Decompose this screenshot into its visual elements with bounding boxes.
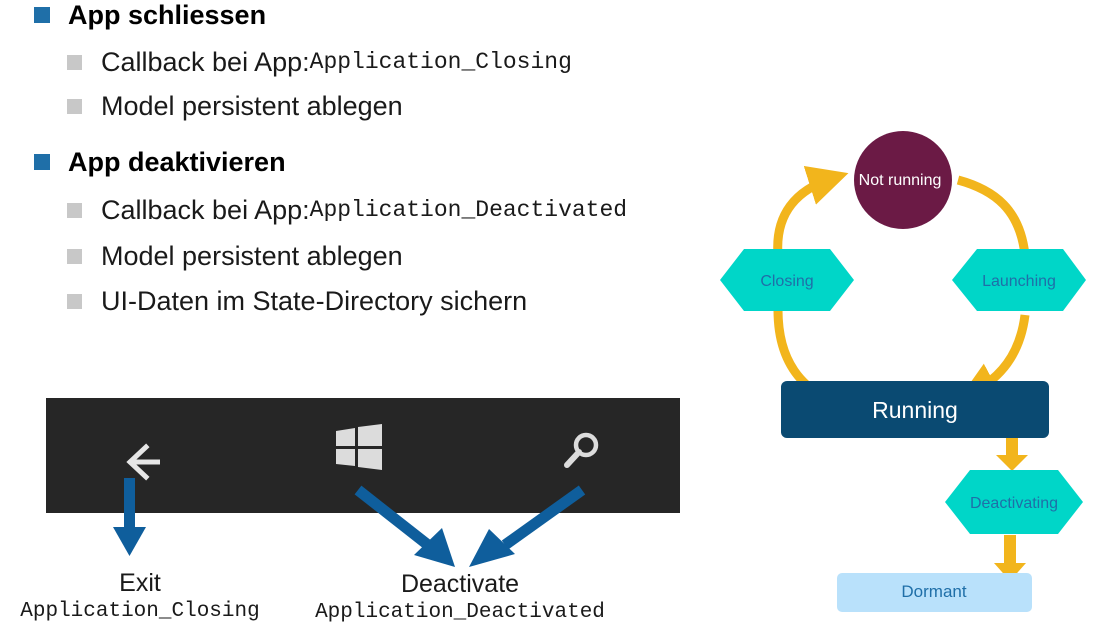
exit-label: Exit bbox=[119, 569, 161, 597]
bullet-deactivate-model: Model persistent ablegen bbox=[67, 240, 403, 272]
running-to-deactivating-arrow bbox=[996, 437, 1028, 471]
node-running: Running bbox=[781, 381, 1049, 438]
not-running-label: Not running bbox=[859, 172, 942, 189]
bullet-text: Callback bei App: bbox=[101, 194, 310, 225]
bullet-deactivate-callback: Callback bei App: Application_Deactivate… bbox=[67, 194, 627, 226]
deactivate-arrow-right bbox=[469, 485, 586, 567]
exit-caption: Exit Application_Closing bbox=[0, 568, 280, 626]
node-closing: Closing bbox=[720, 249, 854, 311]
node-dormant: Dormant bbox=[837, 573, 1032, 612]
deactivate-code: Application_Deactivated bbox=[315, 601, 605, 624]
dormant-label: Dormant bbox=[901, 582, 966, 601]
windows-logo-icon[interactable] bbox=[336, 424, 382, 470]
bullet-square bbox=[34, 154, 50, 170]
closing-label: Closing bbox=[760, 273, 813, 290]
bullet-code: Application_Closing bbox=[309, 49, 572, 75]
bullet-text: Callback bei App: bbox=[101, 46, 310, 77]
sub-bullet-square bbox=[67, 202, 82, 218]
bullet-text: Model persistent ablegen bbox=[101, 90, 403, 121]
bullet-heading-deactivate: App deaktivieren bbox=[68, 146, 286, 177]
arc-not-running-to-launching bbox=[956, 175, 1030, 256]
bullet-text: Model persistent ablegen bbox=[101, 240, 403, 271]
search-icon[interactable] bbox=[564, 432, 599, 468]
node-deactivating: Deactivating bbox=[945, 470, 1083, 534]
sub-bullet-square bbox=[67, 98, 82, 114]
deactivating-label: Deactivating bbox=[970, 495, 1058, 512]
arc-closing-to-not-running bbox=[773, 166, 849, 256]
sub-bullet-square bbox=[67, 293, 82, 309]
bullet-app-deactivate: App deaktivieren bbox=[0, 146, 286, 178]
bullet-deactivate-ui: UI-Daten im State-Directory sichern bbox=[67, 285, 527, 317]
bullet-close-model: Model persistent ablegen bbox=[67, 90, 403, 122]
exit-arrow bbox=[113, 478, 146, 556]
exit-code: Application_Closing bbox=[20, 600, 260, 623]
node-not-running: Not running bbox=[854, 131, 952, 229]
bullet-square bbox=[34, 7, 50, 23]
deactivate-caption: Deactivate Application_Deactivated bbox=[300, 569, 620, 627]
bullet-text: UI-Daten im State-Directory sichern bbox=[101, 285, 528, 316]
node-launching: Launching bbox=[952, 249, 1086, 311]
deactivate-label: Deactivate bbox=[400, 570, 520, 598]
bullet-close-callback: Callback bei App: Application_Closing bbox=[67, 46, 572, 78]
deactivate-arrow-left bbox=[354, 485, 455, 567]
back-arrow-icon[interactable] bbox=[118, 443, 162, 487]
bullet-app-close: App schliessen bbox=[0, 0, 266, 30]
launching-label: Launching bbox=[982, 273, 1056, 290]
sub-bullet-square bbox=[67, 248, 82, 264]
bullet-list: App schliessen Callback bei App: Applica… bbox=[0, 0, 700, 330]
running-label: Running bbox=[872, 397, 958, 423]
bullet-code: Application_Deactivated bbox=[309, 197, 628, 223]
bullet-heading-close: App schliessen bbox=[68, 0, 267, 30]
sub-bullet-square bbox=[67, 54, 82, 70]
deactivating-to-dormant-arrow bbox=[994, 535, 1026, 581]
